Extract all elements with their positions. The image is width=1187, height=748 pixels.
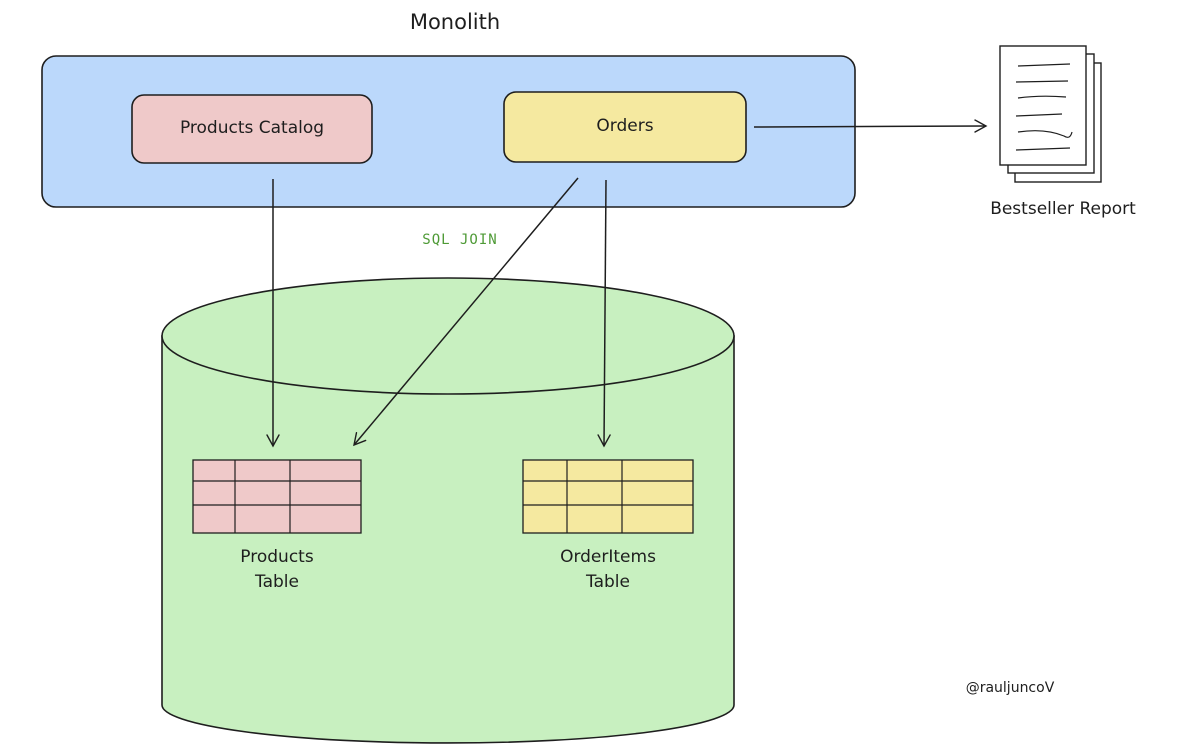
products-catalog-box [131, 94, 373, 164]
bestseller-report-label: Bestseller Report [990, 199, 1136, 219]
orderitems-table-icon [522, 459, 694, 534]
products-catalog-label: Products Catalog [179, 118, 325, 138]
products-table-label: Products Table [240, 547, 314, 592]
orders-to-report-arrow [753, 119, 988, 133]
orders-label: Orders [596, 116, 654, 136]
author-handle: @rauljuncoV [965, 680, 1055, 696]
orders-join-products-arrow [353, 177, 579, 447]
products-table-icon [192, 459, 362, 534]
document-stack-icon [999, 45, 1102, 183]
orders-box [503, 91, 747, 163]
monolith-title: Monolith [409, 10, 501, 34]
orderitems-table-label: OrderItems Table [560, 547, 656, 592]
database-cylinder-icon [161, 277, 735, 744]
orders-to-orderitems-arrow [597, 179, 611, 448]
sql-join-label: SQL JOIN [422, 232, 498, 248]
